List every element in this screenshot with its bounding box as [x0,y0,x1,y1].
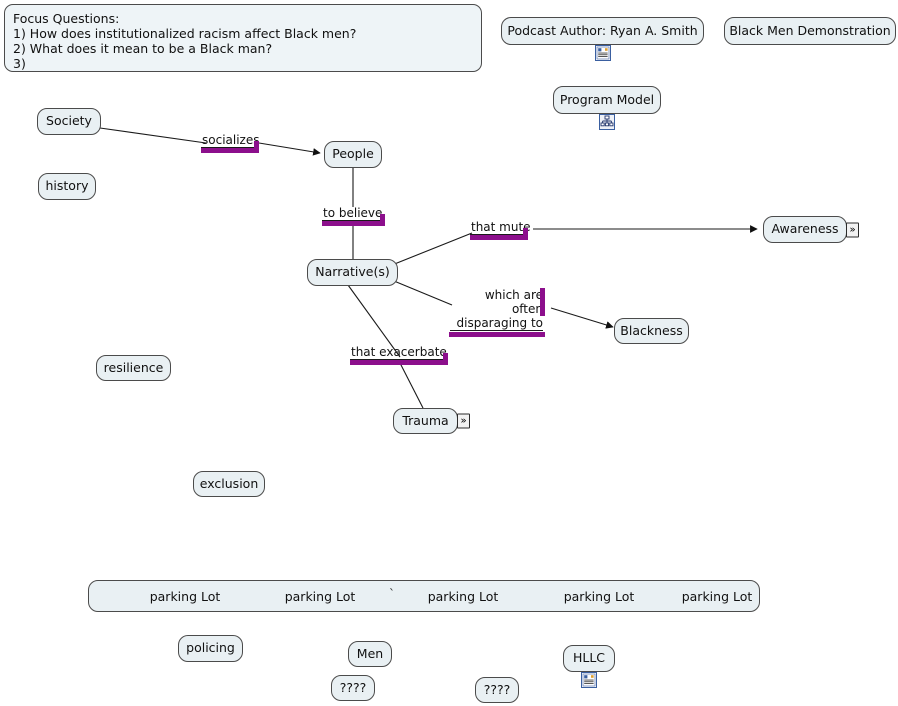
link-bar [322,221,385,226]
node-narratives[interactable]: Narrative(s) [307,259,398,286]
node-exclusion[interactable]: exclusion [193,471,265,497]
node-podcast-author-label: Podcast Author: Ryan A. Smith [507,22,698,38]
node-blackness-label: Blackness [620,322,683,338]
focus-question-2: 2) What does it mean to be a Black man? [13,41,273,56]
edge-narratives-disparaging [393,280,453,306]
node-podcast-author[interactable]: Podcast Author: Ryan A. Smith [501,17,704,61]
edge-thatexacerbate-trauma [399,362,424,409]
node-trauma[interactable]: Trauma » [393,408,470,434]
link-bar-riser [523,228,528,238]
link-label-to-believe-text: to believe [322,206,385,221]
node-history[interactable]: history [38,173,96,200]
node-society-label: Society [46,113,92,129]
document-icon[interactable] [594,45,611,61]
expand-chevron-icon[interactable]: » [457,413,470,429]
node-hllc[interactable]: HLLC [563,645,615,688]
edge-society-socializes [99,127,207,144]
link-bar [449,332,545,337]
focus-question-1: 1) How does institutionalized racism aff… [13,26,357,41]
document-icon[interactable] [581,672,597,688]
node-people-label: People [332,146,374,162]
node-program-model-label: Program Model [559,91,655,107]
link-label-to-believe[interactable]: to believe [322,206,387,226]
node-unknown-1-label: ???? [339,679,367,695]
parking-lot-item-1[interactable]: parking Lot [149,589,221,604]
link-bar-riser [254,141,259,151]
link-label-disparaging-to-text: which are often disparaging to [449,288,545,331]
node-trauma-label: Trauma [402,412,449,428]
link-bar [350,360,448,365]
node-awareness-label: Awareness [771,221,839,237]
node-hllc-label: HLLC [572,650,606,666]
focus-questions-title: Focus Questions: [13,11,120,26]
parking-lot-item-5[interactable]: parking Lot [681,589,753,604]
node-program-model[interactable]: Program Model [553,86,661,130]
node-policing-label: policing [186,640,235,656]
link-label-that-mute[interactable]: that mute [470,220,531,240]
focus-questions-box[interactable]: Focus Questions: 1) How does institution… [4,4,482,72]
node-men-label: Men [356,645,384,661]
edge-narratives-thatmute [391,232,473,266]
node-resilience[interactable]: resilience [96,355,171,381]
node-black-men-demonstration[interactable]: Black Men Demonstration [724,17,896,45]
node-policing[interactable]: policing [178,635,243,662]
link-bar-riser [443,353,448,363]
edge-disparaging-blackness [550,307,614,329]
node-history-label: history [45,178,89,194]
link-bar-riser [540,288,545,316]
link-label-that-exacerbate[interactable]: that exacerbate [350,345,450,365]
node-society[interactable]: Society [37,108,101,135]
node-exclusion-label: exclusion [199,475,259,491]
link-bar [470,235,528,240]
node-unknown-2[interactable]: ???? [475,677,519,703]
node-resilience-label: resilience [103,359,164,375]
link-label-that-mute-text: that mute [470,220,531,235]
focus-question-3: 3) [13,56,26,71]
link-bar-riser [380,214,385,224]
node-unknown-1[interactable]: ???? [331,675,375,701]
link-bar [201,148,259,153]
node-black-men-demonstration-label: Black Men Demonstration [729,22,891,38]
parking-lot-tick[interactable]: ` [388,586,396,601]
node-awareness[interactable]: Awareness » [763,216,859,243]
link-label-disparaging-to[interactable]: which are often disparaging to [449,288,547,337]
parking-lot-item-4[interactable]: parking Lot [563,589,635,604]
parking-lot-item-2[interactable]: parking Lot [284,589,356,604]
node-unknown-2-label: ???? [483,681,511,697]
expand-chevron-icon[interactable]: » [846,222,859,237]
parking-lot-item-3[interactable]: parking Lot [427,589,499,604]
edge-socializes-people [258,142,321,156]
link-label-disparaging-to-line1: which are often [484,288,543,316]
link-label-socializes[interactable]: socializes [201,133,261,153]
hierarchy-icon[interactable] [599,114,615,130]
link-label-disparaging-to-line2: disparaging to [450,316,543,331]
node-people[interactable]: People [324,141,382,168]
link-label-socializes-text: socializes [201,133,260,148]
link-label-that-exacerbate-text: that exacerbate [350,345,448,360]
node-blackness[interactable]: Blackness [614,318,689,344]
node-narratives-label: Narrative(s) [315,264,390,280]
parking-lot[interactable]: parking Lot parking Lot ` parking Lot pa… [88,580,760,612]
node-men[interactable]: Men [348,641,392,667]
